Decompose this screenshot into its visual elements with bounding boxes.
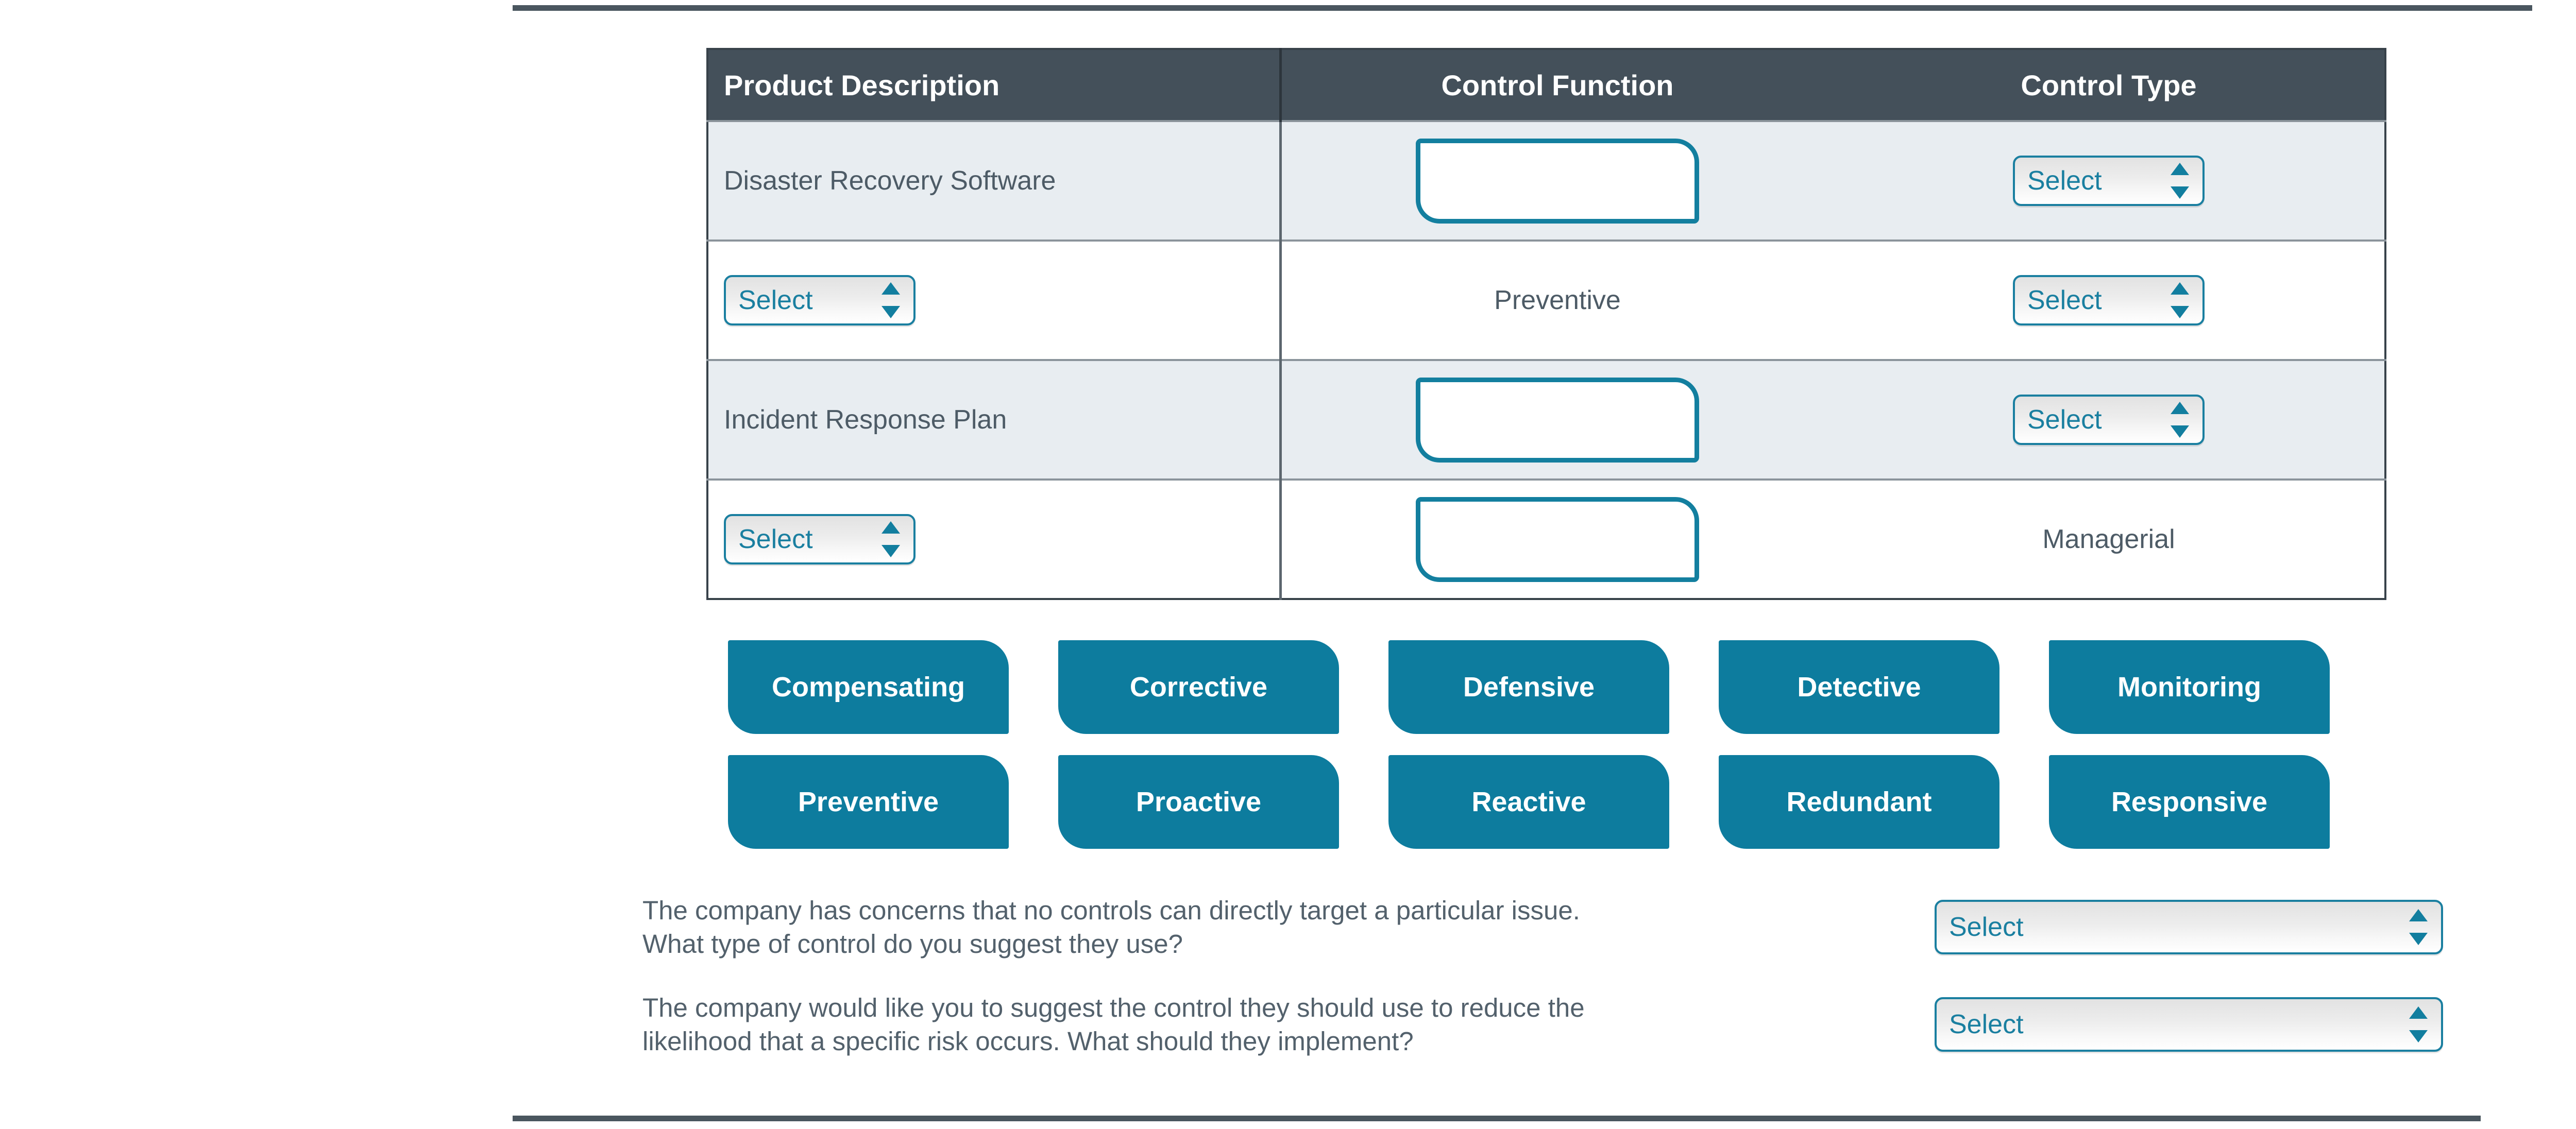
select-value-label: Select bbox=[1949, 912, 2024, 943]
chip-responsive[interactable]: Responsive bbox=[2049, 755, 2330, 849]
table-row: Select Preventive Select bbox=[707, 240, 2385, 360]
cell-control-function bbox=[1280, 120, 1833, 241]
question-2-line-2: likelihood that a specific risk occurs. … bbox=[642, 1026, 1414, 1056]
chip-defensive[interactable]: Defensive bbox=[1388, 640, 1669, 734]
control-function-dropzone[interactable] bbox=[1416, 497, 1699, 582]
select-value-label: Select bbox=[738, 285, 813, 315]
select-value-label: Select bbox=[738, 524, 813, 554]
stepper-arrows-icon bbox=[882, 520, 900, 558]
table-row: Select Managerial bbox=[707, 478, 2385, 599]
chip-redundant[interactable]: Redundant bbox=[1719, 755, 1999, 849]
question-2-control: Select bbox=[1935, 997, 2443, 1052]
chip-reactive[interactable]: Reactive bbox=[1388, 755, 1669, 849]
chip-row-2: Preventive Proactive Reactive Redundant … bbox=[728, 755, 2346, 849]
question-1-select[interactable]: Select bbox=[1935, 900, 2443, 955]
control-function-dropzone[interactable] bbox=[1416, 138, 1699, 224]
column-header-product-description: Product Description bbox=[707, 49, 1282, 121]
question-item-1: The company has concerns that no control… bbox=[642, 894, 2456, 961]
cell-control-function bbox=[1280, 359, 1833, 480]
control-type-select[interactable]: Select bbox=[2013, 275, 2205, 326]
draggable-answer-bank: Compensating Corrective Defensive Detect… bbox=[728, 640, 2346, 870]
cell-control-function: Preventive bbox=[1280, 240, 1833, 360]
question-2-text: The company would like you to suggest th… bbox=[642, 991, 1920, 1058]
top-divider-rule bbox=[513, 5, 2532, 11]
cell-control-type: Select bbox=[1833, 240, 2385, 360]
stepper-arrows-icon bbox=[2171, 401, 2189, 439]
product-description-select[interactable]: Select bbox=[724, 275, 916, 326]
cell-control-type: Managerial bbox=[1833, 478, 2385, 599]
control-type-select[interactable]: Select bbox=[2013, 156, 2205, 206]
stepper-arrows-icon bbox=[2409, 1005, 2428, 1044]
question-1-control: Select bbox=[1935, 900, 2443, 955]
select-value-label: Select bbox=[2027, 405, 2102, 435]
product-description-text: Incident Response Plan bbox=[724, 405, 1007, 435]
cell-control-function bbox=[1280, 478, 1833, 599]
cell-product-description: Select bbox=[707, 478, 1282, 599]
chip-preventive[interactable]: Preventive bbox=[728, 755, 1009, 849]
cell-control-type: Select bbox=[1833, 359, 2385, 480]
table-row: Disaster Recovery Software Select bbox=[707, 120, 2385, 241]
table-row: Incident Response Plan Select bbox=[707, 359, 2385, 480]
control-matrix-table: Product Description Control Function Con… bbox=[706, 48, 2386, 600]
product-description-select[interactable]: Select bbox=[724, 514, 916, 564]
chip-proactive[interactable]: Proactive bbox=[1058, 755, 1339, 849]
chip-detective[interactable]: Detective bbox=[1719, 640, 1999, 734]
question-2-select[interactable]: Select bbox=[1935, 997, 2443, 1052]
cell-product-description: Select bbox=[707, 240, 1282, 360]
question-item-2: The company would like you to suggest th… bbox=[642, 991, 2456, 1058]
cell-product-description: Incident Response Plan bbox=[707, 359, 1282, 480]
stepper-arrows-icon bbox=[2171, 281, 2189, 319]
control-type-text: Managerial bbox=[2042, 524, 2175, 554]
column-header-control-function: Control Function bbox=[1280, 49, 1833, 121]
chip-row-1: Compensating Corrective Defensive Detect… bbox=[728, 640, 2346, 734]
select-value-label: Select bbox=[1949, 1009, 2024, 1039]
cell-control-type: Select bbox=[1833, 120, 2385, 241]
cell-product-description: Disaster Recovery Software bbox=[707, 120, 1282, 241]
chip-corrective[interactable]: Corrective bbox=[1058, 640, 1339, 734]
chip-monitoring[interactable]: Monitoring bbox=[2049, 640, 2330, 734]
question-1-line-1: The company has concerns that no control… bbox=[642, 896, 1580, 925]
chip-compensating[interactable]: Compensating bbox=[728, 640, 1009, 734]
question-1-text: The company has concerns that no control… bbox=[642, 894, 1920, 961]
select-value-label: Select bbox=[2027, 285, 2102, 315]
stepper-arrows-icon bbox=[882, 281, 900, 319]
control-function-text: Preventive bbox=[1494, 285, 1621, 315]
control-type-select[interactable]: Select bbox=[2013, 395, 2205, 445]
product-description-text: Disaster Recovery Software bbox=[724, 166, 1056, 196]
select-value-label: Select bbox=[2027, 166, 2102, 196]
question-2-line-1: The company would like you to suggest th… bbox=[642, 993, 1585, 1022]
control-function-dropzone[interactable] bbox=[1416, 377, 1699, 463]
table-header-row: Product Description Control Function Con… bbox=[707, 49, 2385, 121]
bottom-divider-rule bbox=[513, 1116, 2481, 1121]
stepper-arrows-icon bbox=[2409, 908, 2428, 946]
column-header-control-type: Control Type bbox=[1833, 49, 2385, 121]
stepper-arrows-icon bbox=[2171, 162, 2189, 200]
question-list: The company has concerns that no control… bbox=[642, 894, 2456, 1088]
question-1-line-2: What type of control do you suggest they… bbox=[642, 929, 1183, 959]
